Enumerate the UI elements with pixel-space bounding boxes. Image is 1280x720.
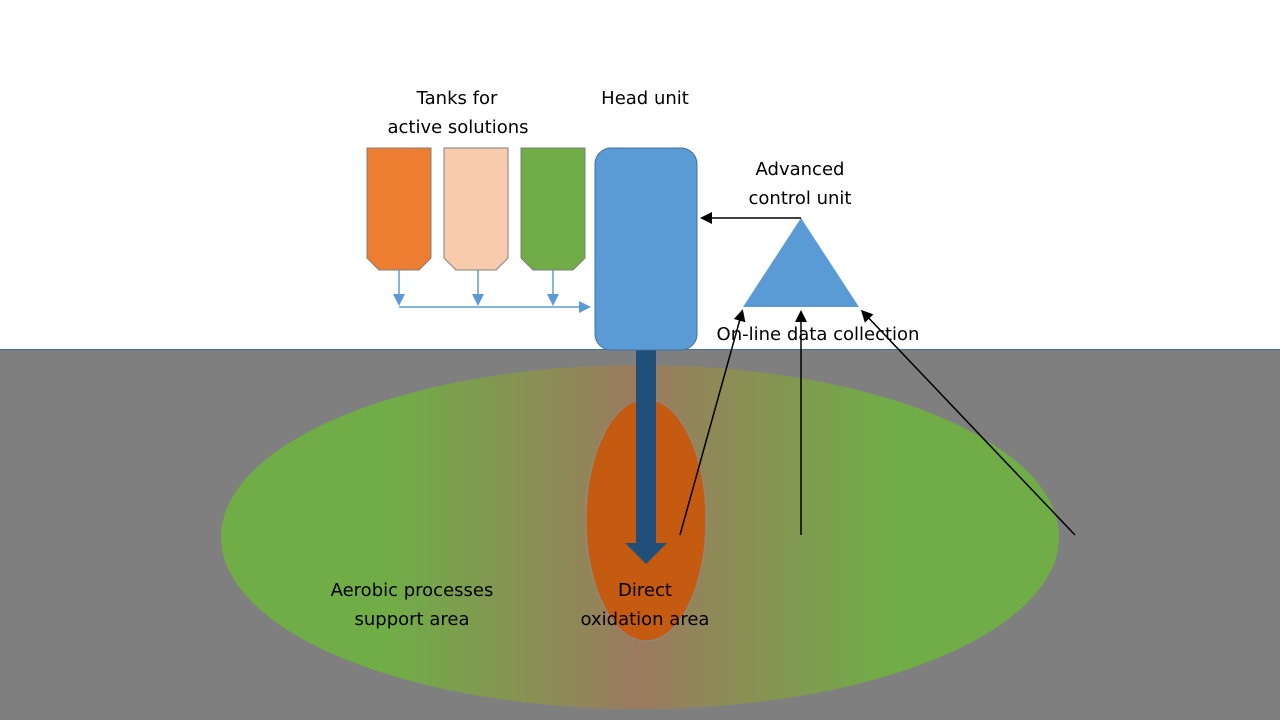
control-unit: [743, 218, 859, 307]
flow-lines: [393, 270, 591, 313]
control-label-line2: control unit: [749, 188, 852, 209]
aerobic-label-line1: Aerobic processes: [331, 580, 494, 601]
tank-peach: [443, 147, 509, 271]
tank-orange: [366, 147, 432, 271]
data-collection-label: On-line data collection: [717, 324, 920, 345]
oxidation-label-line2: oxidation area: [581, 609, 710, 630]
tanks-label-line1: Tanks for: [416, 88, 498, 109]
head-unit-label: Head unit: [601, 88, 689, 109]
control-label-line1: Advanced: [756, 159, 845, 180]
tanks-label-line2: active solutions: [387, 117, 528, 138]
sensor-lines: [679, 309, 1076, 536]
aerobic-label-line2: support area: [355, 609, 470, 630]
tank-green: [520, 147, 586, 271]
head-unit: [594, 147, 698, 351]
injection-arrow: [625, 349, 667, 564]
oxidation-label-line1: Direct: [618, 580, 672, 601]
